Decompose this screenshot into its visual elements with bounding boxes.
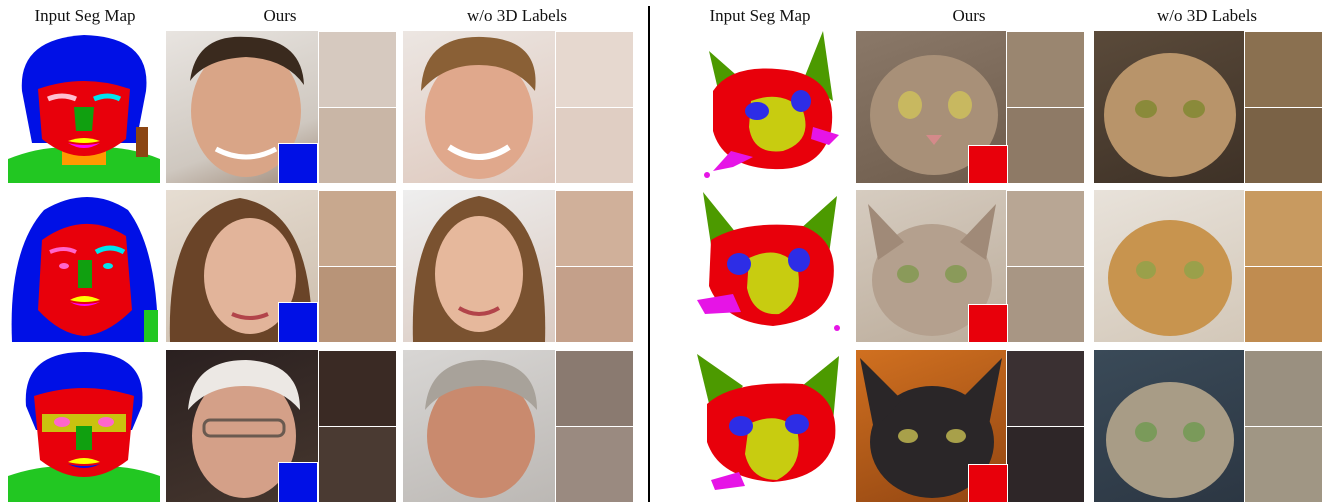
wo3d-cat-row2-view-bottom	[1244, 266, 1322, 342]
wo3d-cat-row2-view-top	[1244, 190, 1322, 268]
header-ours-right: Ours	[952, 6, 986, 25]
wo3d-cat-row1	[1094, 31, 1322, 183]
cat-seg-map-row3	[693, 350, 843, 502]
header-ours-left: Ours	[263, 6, 297, 25]
ours-cat-row1-view-bottom	[1006, 107, 1084, 183]
ours-face-row1-view-top	[318, 31, 396, 109]
ours-face-row3-seg-thumb	[278, 462, 318, 502]
ours-face-row2	[166, 190, 396, 342]
wo3d-face-row2-view-top	[555, 190, 633, 268]
ours-face-row1-view-bottom	[318, 107, 396, 183]
ours-face-row3	[166, 350, 396, 502]
wo3d-cat-row2	[1094, 190, 1322, 342]
center-divider	[648, 6, 650, 502]
ours-face-row2-seg-thumb	[278, 302, 318, 342]
ours-cat-row2-seg-thumb	[968, 304, 1008, 342]
header-input-seg-map-right: Input Seg Map	[709, 6, 811, 25]
wo3d-face-row1-view-bottom	[555, 107, 633, 183]
ours-cat-row2	[856, 190, 1084, 342]
ours-cat-row2-view-bottom	[1006, 266, 1084, 342]
wo3d-face-row2	[403, 190, 633, 342]
ours-cat-row1-seg-thumb	[968, 145, 1008, 183]
ours-cat-row3	[856, 350, 1084, 502]
ours-cat-row2-view-top	[1006, 190, 1084, 268]
ours-face-row3-view-top	[318, 350, 396, 428]
wo3d-face-row3	[403, 350, 633, 502]
face-seg-map-row1	[8, 31, 160, 183]
header-wo-3d-labels-right: w/o 3D Labels	[1156, 6, 1258, 25]
ours-face-row2-view-bottom	[318, 266, 396, 342]
ours-cat-row3-view-bottom	[1006, 426, 1084, 502]
wo3d-cat-row3	[1094, 350, 1322, 502]
wo3d-cat-row3-view-bottom	[1244, 426, 1322, 502]
ours-face-row1-seg-thumb	[278, 143, 318, 183]
cat-seg-map-row2	[693, 190, 843, 342]
ours-cat-row3-view-top	[1006, 350, 1084, 428]
wo3d-face-row3-view-top	[555, 350, 633, 428]
face-seg-map-row3	[8, 350, 160, 502]
ours-face-row1	[166, 31, 396, 183]
wo3d-face-row1	[403, 31, 633, 183]
header-wo-3d-labels-left: w/o 3D Labels	[466, 6, 568, 25]
ours-cat-row1	[856, 31, 1084, 183]
wo3d-cat-row1-view-bottom	[1244, 107, 1322, 183]
wo3d-cat-row1-view-top	[1244, 31, 1322, 109]
face-seg-map-row2	[8, 190, 160, 342]
header-input-seg-map-left: Input Seg Map	[34, 6, 136, 25]
wo3d-face-row3-view-bottom	[555, 426, 633, 502]
cat-seg-map-row1	[693, 31, 843, 183]
ours-face-row3-view-bottom	[318, 426, 396, 502]
wo3d-face-row2-view-bottom	[555, 266, 633, 342]
wo3d-cat-row3-view-top	[1244, 350, 1322, 428]
ours-cat-row3-seg-thumb	[968, 464, 1008, 502]
wo3d-face-row1-view-top	[555, 31, 633, 109]
ours-cat-row1-view-top	[1006, 31, 1084, 109]
ours-face-row2-view-top	[318, 190, 396, 268]
